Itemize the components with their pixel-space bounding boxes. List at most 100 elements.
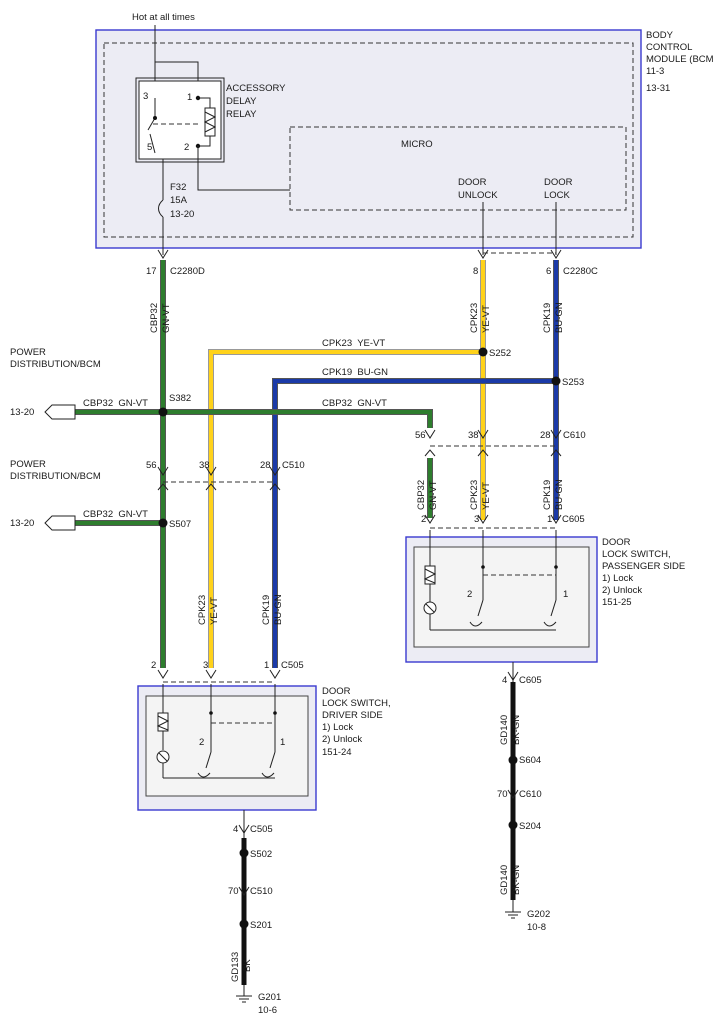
connector-c605-top (424, 514, 562, 529)
label-gd133: GD133 BK (230, 952, 253, 982)
svg-text:RELAY: RELAY (226, 109, 257, 120)
svg-text:GD140: GD140 (499, 715, 510, 745)
relay-label: ACCESSORY DELAY RELAY (226, 83, 286, 120)
svg-text:70: 70 (228, 886, 239, 897)
svg-text:1) Lock: 1) Lock (602, 573, 633, 584)
svg-text:4: 4 (233, 824, 238, 835)
svg-text:C610: C610 (519, 789, 542, 800)
label-cpk19-vertical: CPK19 BU-GN (542, 302, 565, 333)
label-cbp32-horizontal: CBP32 GN-VT (322, 398, 387, 409)
svg-text:BK-GN: BK-GN (511, 865, 522, 895)
svg-text:1: 1 (563, 589, 568, 600)
svg-text:BK: BK (242, 959, 253, 972)
svg-text:DOOR: DOOR (458, 177, 487, 188)
svg-text:S507: S507 (169, 519, 191, 530)
svg-text:CPK23: CPK23 (197, 595, 208, 625)
power-ref-1: 13-20 (10, 407, 34, 418)
wire-cpk19-horizontal (272, 378, 556, 668)
svg-text:2) Unlock: 2) Unlock (322, 734, 362, 745)
svg-text:28: 28 (260, 460, 271, 471)
svg-text:YE-VT: YE-VT (481, 305, 492, 333)
svg-text:5: 5 (147, 142, 152, 153)
svg-text:3: 3 (203, 660, 208, 671)
svg-text:POWER: POWER (10, 459, 46, 470)
svg-text:S253: S253 (562, 377, 584, 388)
relay-lines (147, 95, 211, 154)
svg-text:CPK23: CPK23 (469, 303, 480, 333)
label-cpk19-horizontal: CPK19 BU-GN (322, 367, 388, 378)
svg-text:CPK19: CPK19 (542, 480, 553, 510)
svg-text:56: 56 (415, 430, 426, 441)
svg-text:MODULE (BCM): MODULE (BCM) (646, 54, 713, 65)
svg-text:C505: C505 (250, 824, 273, 835)
power-distribution-label-1: POWER DISTRIBUTION/BCM (10, 347, 101, 370)
micro-box (289, 126, 627, 211)
ground-g202-label: G202 10-8 (527, 909, 550, 933)
svg-text:C510: C510 (250, 886, 273, 897)
svg-text:1: 1 (280, 737, 285, 748)
svg-text:BK-GN: BK-GN (511, 715, 522, 745)
hot-at-all-times-label: Hot at all times (132, 12, 195, 23)
svg-text:3: 3 (474, 514, 479, 525)
door-unlock-label: DOOR UNLOCK (458, 177, 498, 201)
svg-text:DOOR: DOOR (322, 686, 351, 697)
svg-text:GD140: GD140 (499, 865, 510, 895)
svg-text:11-3: 11-3 (646, 66, 664, 77)
pin-6: 6 (546, 266, 551, 277)
svg-text:G202: G202 (527, 909, 550, 920)
bcm-title: BODY CONTROL MODULE (BCM) 11-3 13-31 (646, 30, 713, 94)
splice-s507 (158, 518, 168, 528)
svg-text:1: 1 (187, 92, 192, 103)
micro-label: MICRO (401, 139, 433, 150)
pin-8: 8 (473, 266, 478, 277)
svg-text:2) Unlock: 2) Unlock (602, 585, 642, 596)
svg-text:S382: S382 (169, 393, 191, 404)
label-cpk19-driver: CPK19 BU-GN (261, 594, 284, 625)
svg-text:LOCK SWITCH,: LOCK SWITCH, (322, 698, 391, 709)
connector-c505-top (157, 669, 281, 683)
svg-text:PASSENGER SIDE: PASSENGER SIDE (602, 561, 685, 572)
svg-text:13-31: 13-31 (646, 83, 670, 94)
svg-text:38: 38 (199, 460, 210, 471)
connector-c610-right (424, 429, 562, 457)
ground-g201-label: G201 10-6 (258, 992, 281, 1016)
splice-s253 (551, 376, 561, 386)
svg-text:BU-GN: BU-GN (554, 479, 565, 510)
label-gd140-lower: GD140 BK-GN (499, 865, 522, 895)
svg-text:LOCK SWITCH,: LOCK SWITCH, (602, 549, 671, 560)
svg-text:4: 4 (502, 675, 507, 686)
connector-c510-bottom (238, 886, 250, 896)
svg-text:2: 2 (151, 660, 156, 671)
door-lock-label: DOOR LOCK (544, 177, 573, 201)
svg-text:F32: F32 (170, 182, 186, 193)
svg-text:CPK19: CPK19 (542, 303, 553, 333)
svg-text:2: 2 (199, 737, 204, 748)
svg-text:2: 2 (467, 589, 472, 600)
connector-arrow-icon (44, 404, 76, 420)
svg-text:70: 70 (497, 789, 508, 800)
svg-text:C510: C510 (282, 460, 305, 471)
power-ref-2: 13-20 (10, 518, 34, 529)
svg-text:BODY: BODY (646, 30, 674, 41)
driver-switch-inner (145, 695, 309, 797)
svg-text:CBP32: CBP32 (416, 480, 427, 510)
wire-cbp32-horizontal (75, 409, 433, 428)
svg-text:56: 56 (146, 460, 157, 471)
splice-s502 (239, 848, 249, 858)
svg-text:GN-VT: GN-VT (161, 303, 172, 333)
splice-s382 (158, 407, 168, 417)
svg-text:LOCK: LOCK (544, 190, 571, 201)
ground-g201-icon (236, 985, 252, 1003)
svg-text:C605: C605 (562, 514, 585, 525)
svg-text:S502: S502 (250, 849, 272, 860)
svg-text:DRIVER SIDE: DRIVER SIDE (322, 710, 383, 721)
svg-text:BU-GN: BU-GN (554, 302, 565, 333)
svg-text:DISTRIBUTION/BCM: DISTRIBUTION/BCM (10, 471, 101, 482)
svg-text:UNLOCK: UNLOCK (458, 190, 498, 201)
ground-g202-icon (505, 900, 521, 919)
svg-text:S201: S201 (250, 920, 272, 931)
svg-text:YE-VT: YE-VT (209, 597, 220, 625)
svg-text:C505: C505 (281, 660, 304, 671)
passenger-switch-label: DOOR LOCK SWITCH, PASSENGER SIDE 1) Lock… (602, 537, 685, 608)
power-distribution-label-2: POWER DISTRIBUTION/BCM (10, 459, 101, 482)
